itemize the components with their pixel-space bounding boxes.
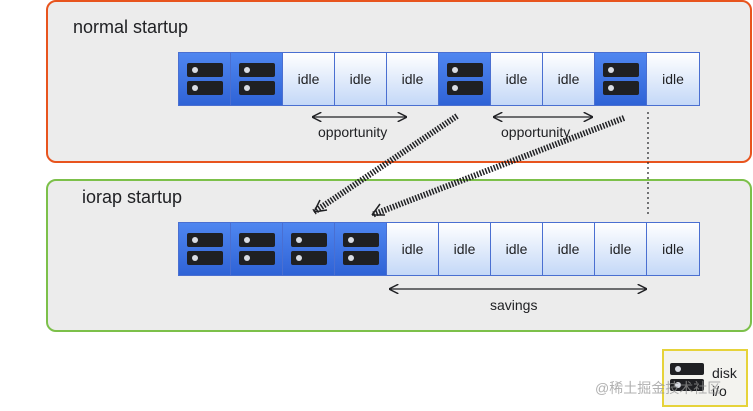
iorap-disk-io-cell — [231, 223, 283, 275]
legend: disk i/o — [662, 349, 748, 407]
disk-icon — [238, 233, 275, 265]
normal-disk-io-cell — [439, 53, 491, 105]
normal-idle-cell: idle — [335, 53, 387, 105]
iorap-disk-io-cell — [179, 223, 231, 275]
disk-icon — [238, 63, 275, 95]
iorap-idle-cell: idle — [491, 223, 543, 275]
shift-arrow-2 — [370, 115, 626, 218]
iorap-idle-cell: idle — [439, 223, 491, 275]
disk-icon — [186, 233, 223, 265]
iorap-idle-cell: idle — [647, 223, 699, 275]
iorap-idle-cell: idle — [595, 223, 647, 275]
disk-icon — [290, 233, 327, 265]
savings-label: savings — [490, 297, 538, 313]
normal-disk-io-cell — [231, 53, 283, 105]
disk-icon — [670, 363, 704, 391]
iorap-idle-cell: idle — [543, 223, 595, 275]
shift-arrow-1 — [312, 113, 459, 215]
normal-idle-cell: idle — [387, 53, 439, 105]
normal-idle-cell: idle — [543, 53, 595, 105]
normal-startup-title: normal startup — [73, 17, 189, 37]
iorap-idle-cell: idle — [387, 223, 439, 275]
opportunity-label-1: opportunity — [318, 124, 388, 140]
iorap-disk-io-cell — [283, 223, 335, 275]
opportunity-label-2: opportunity — [501, 124, 571, 140]
disk-icon — [602, 63, 639, 95]
normal-idle-cell: idle — [491, 53, 543, 105]
normal-idle-cell: idle — [283, 53, 335, 105]
normal-disk-io-cell — [179, 53, 231, 105]
legend-line-disk: disk — [712, 365, 737, 381]
normal-idle-cell: idle — [647, 53, 699, 105]
iorap-disk-io-cell — [335, 223, 387, 275]
watermark: @稀土掘金技术社区 — [595, 380, 722, 396]
normal-disk-io-cell — [595, 53, 647, 105]
disk-icon — [446, 63, 483, 95]
disk-icon — [342, 233, 379, 265]
disk-icon — [186, 63, 223, 95]
legend-line-io: i/o — [712, 383, 727, 399]
iorap-startup-title: iorap startup — [82, 187, 183, 207]
